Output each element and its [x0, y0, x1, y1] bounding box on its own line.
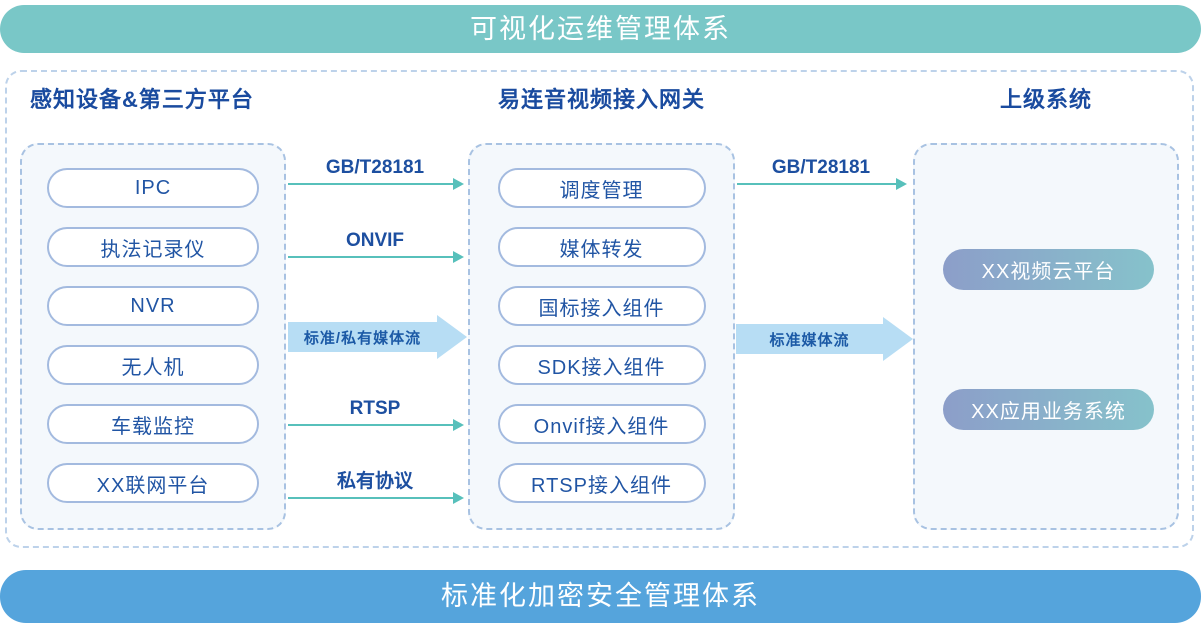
arrow-head-icon: [453, 492, 464, 504]
arrow-right-gbt28181: GB/T28181: [737, 155, 907, 190]
devices-pill-stack: IPC 执法记录仪 NVR 无人机 车载监控 XX联网平台: [22, 145, 284, 503]
device-node-drone: 无人机: [47, 345, 259, 385]
arrow-line: [737, 178, 907, 190]
arrow-line: [288, 178, 464, 190]
gateway-pill-stack: 调度管理 媒体转发 国标接入组件 SDK接入组件 Onvif接入组件 RTSP接…: [470, 145, 733, 503]
upper-node-business-system: XX应用业务系统: [943, 389, 1154, 430]
device-node-vehicle-monitor: 车载监控: [47, 404, 259, 444]
arrow-head-icon: [896, 178, 907, 190]
devices-column-title: 感知设备&第三方平台: [30, 87, 254, 112]
devices-group-box: IPC 执法记录仪 NVR 无人机 车载监控 XX联网平台: [20, 143, 286, 530]
arrow-line: [288, 492, 464, 504]
top-banner: 可视化运维管理体系: [0, 5, 1201, 53]
gateway-node-dispatch: 调度管理: [497, 168, 706, 208]
arrow-left-private-protocol: 私有协议: [288, 469, 464, 504]
arrow-head-icon: [453, 178, 464, 190]
arrow-left-onvif-label: ONVIF: [345, 230, 405, 251]
arrow-right-standard-media-stream-label: 标准媒体流: [736, 324, 883, 354]
arrow-left-rtsp: RTSP: [288, 396, 464, 431]
arrow-left-gbt28181-label: GB/T28181: [325, 157, 425, 178]
gateway-group-box: 调度管理 媒体转发 国标接入组件 SDK接入组件 Onvif接入组件 RTSP接…: [468, 143, 735, 530]
bottom-banner: 标准化加密安全管理体系: [0, 570, 1201, 623]
device-node-xx-network-platform: XX联网平台: [47, 463, 259, 503]
upper-group-box: XX视频云平台 XX应用业务系统: [913, 143, 1179, 530]
arrow-head-icon: [453, 251, 464, 263]
gateway-node-media-forward: 媒体转发: [497, 227, 706, 267]
device-node-ipc: IPC: [47, 168, 259, 208]
gateway-column-title: 易连音视频接入网关: [497, 87, 705, 112]
arrow-left-onvif: ONVIF: [288, 228, 464, 263]
gateway-node-rtsp-access: RTSP接入组件: [497, 463, 706, 503]
gateway-node-gb-access: 国标接入组件: [497, 286, 706, 326]
arrow-left-private-protocol-label: 私有协议: [336, 471, 413, 492]
arrow-left-rtsp-label: RTSP: [349, 398, 401, 419]
arrow-head-icon: [453, 419, 464, 431]
thick-arrow-head-icon: [437, 315, 467, 359]
arrow-left-gbt28181: GB/T28181: [288, 155, 464, 190]
gateway-node-sdk-access: SDK接入组件: [497, 345, 706, 385]
arrow-right-standard-media-stream: 标准媒体流: [736, 317, 913, 361]
arrow-line: [288, 251, 464, 263]
thick-arrow-head-icon: [883, 317, 913, 361]
arrow-line: [288, 419, 464, 431]
device-node-body-camera: 执法记录仪: [47, 227, 259, 267]
gateway-node-onvif-access: Onvif接入组件: [497, 404, 706, 444]
arrow-left-media-stream: 标准/私有媒体流: [288, 315, 467, 359]
device-node-nvr: NVR: [47, 286, 259, 326]
upper-column-title: 上级系统: [999, 87, 1092, 112]
arrow-right-gbt28181-label: GB/T28181: [771, 157, 871, 178]
upper-node-video-cloud: XX视频云平台: [943, 249, 1154, 290]
arrow-left-media-stream-label: 标准/私有媒体流: [288, 322, 437, 352]
